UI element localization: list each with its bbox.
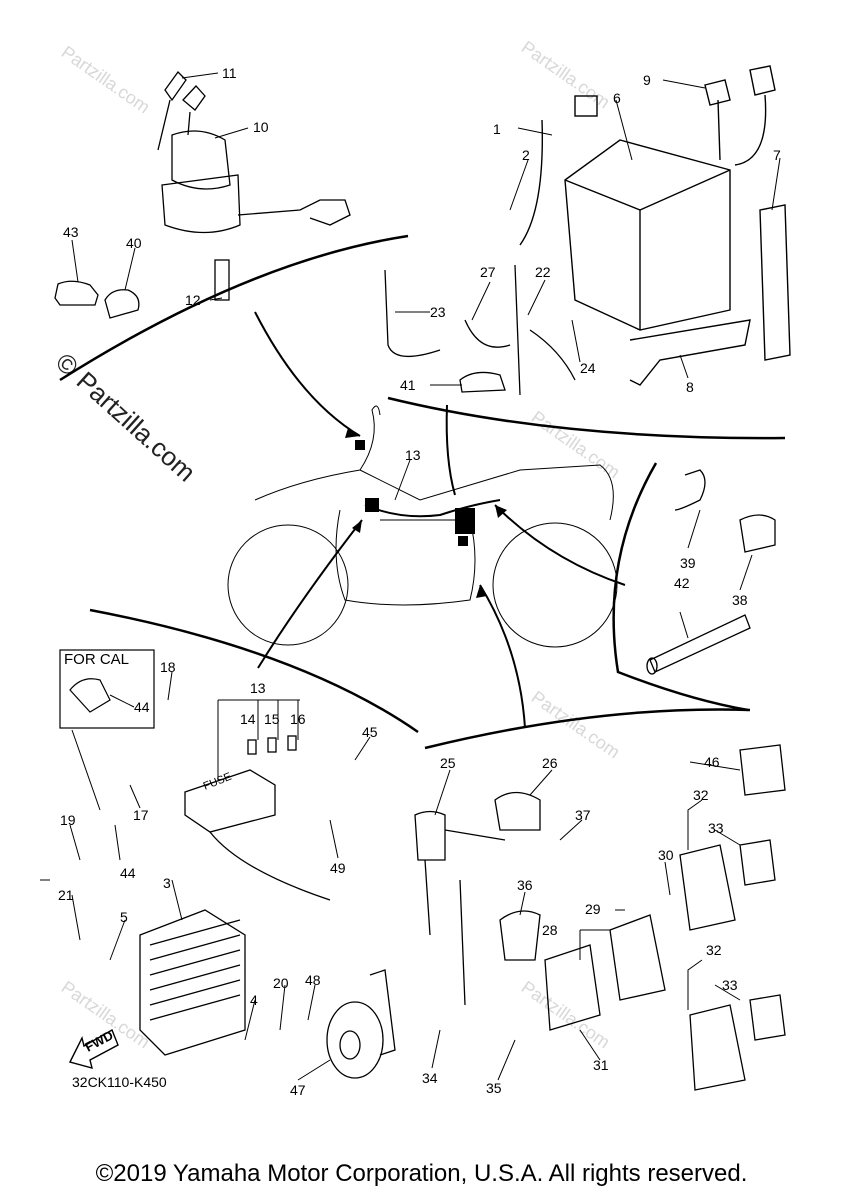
copyright-notice: ©2019 Yamaha Motor Corporation, U.S.A. A… — [95, 1160, 748, 1187]
callout: 31 — [593, 1057, 609, 1073]
callout: 32 — [706, 942, 722, 958]
callout: 24 — [580, 360, 596, 376]
callout: 25 — [440, 755, 456, 771]
partzilla-watermark: © Partzilla.com — [50, 347, 201, 488]
battery-assembly — [519, 65, 791, 386]
callout: 5 — [120, 909, 128, 925]
fuse-box: FUSE — [184, 735, 331, 901]
callout: 12 — [185, 292, 201, 308]
rectifier-regulator — [139, 909, 246, 1056]
right-side-parts — [646, 469, 776, 675]
watermark-text: Partzilla.com — [58, 42, 154, 117]
callout: 43 — [63, 224, 79, 240]
watermark-site: Partzilla.com — [71, 366, 202, 488]
horn — [326, 969, 396, 1079]
clamps-43-40 — [54, 280, 140, 319]
main-switch-assembly — [157, 71, 351, 301]
callout: 17 — [133, 807, 149, 823]
callout: 39 — [680, 555, 696, 571]
callout: 21 — [58, 887, 74, 903]
callout: 3 — [163, 875, 171, 891]
callout: 41 — [400, 377, 416, 393]
callout: 9 — [643, 72, 651, 88]
callout: 44 — [134, 699, 150, 715]
callout: 6 — [613, 90, 621, 106]
callout: 10 — [253, 119, 269, 135]
callout: 42 — [674, 575, 690, 591]
callout: 44 — [120, 865, 136, 881]
leader-lines — [40, 72, 781, 1081]
callout: 1 — [493, 121, 501, 137]
callout: 38 — [732, 592, 748, 608]
callout: 18 — [160, 659, 176, 675]
motorcycle-outline — [227, 405, 618, 648]
callout: 45 — [362, 724, 378, 740]
callout: 33 — [722, 977, 738, 993]
callout: 34 — [422, 1070, 438, 1086]
callout: 16 — [290, 711, 306, 727]
callout: 22 — [535, 264, 551, 280]
callout: 20 — [273, 975, 289, 991]
callout: 33 — [708, 820, 724, 836]
callout: 2 — [522, 147, 530, 163]
callout: 14 — [240, 711, 256, 727]
callout: 7 — [773, 147, 781, 163]
callout: 23 — [430, 304, 446, 320]
relays-and-sensors — [414, 744, 786, 1091]
highlighted-components — [355, 440, 475, 546]
callout: 47 — [290, 1082, 306, 1098]
forward-arrow: FWD — [68, 1028, 119, 1069]
callout: 36 — [517, 877, 533, 893]
callout: 37 — [575, 807, 591, 823]
fuse-text: FUSE — [202, 771, 234, 793]
callout-labels: 1 2 3 4 5 6 7 8 9 10 11 12 13 13 14 15 1… — [58, 65, 781, 1098]
callout: 40 — [126, 235, 142, 251]
watermark-text: Partzilla.com — [518, 37, 614, 112]
wire-harness-on-bike — [364, 499, 501, 518]
callout: 32 — [693, 787, 709, 803]
arrow-heads — [345, 428, 507, 598]
cable-ties-top — [384, 264, 576, 396]
callout: 28 — [542, 922, 558, 938]
callout: 8 — [686, 379, 694, 395]
callout: 11 — [222, 65, 237, 81]
callout: 30 — [658, 847, 674, 863]
group-separators — [59, 234, 786, 750]
callout: 49 — [330, 860, 346, 876]
callout: 29 — [585, 901, 601, 917]
callout: 27 — [480, 264, 496, 280]
watermark-text: Partzilla.com — [528, 407, 624, 482]
callout: 13 — [250, 680, 266, 696]
callout: 19 — [60, 812, 76, 828]
callout: 15 — [264, 711, 280, 727]
callout: 46 — [704, 754, 720, 770]
callout: 35 — [486, 1080, 502, 1096]
diagram-code: 32CK110-K450 — [72, 1074, 167, 1090]
for-cal-box: FOR CAL — [59, 649, 155, 729]
callout: 48 — [305, 972, 321, 988]
for-cal-label: FOR CAL — [64, 651, 129, 668]
callout: 4 — [250, 992, 258, 1008]
pointer-arrows — [254, 311, 626, 729]
callout: 13 — [405, 447, 421, 463]
callout: 26 — [542, 755, 558, 771]
